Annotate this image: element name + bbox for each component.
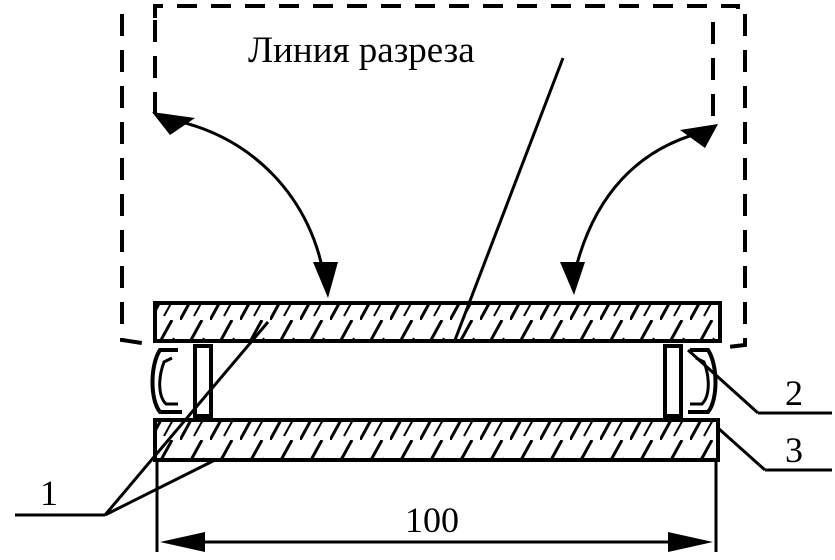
- cut-line-title: Линия разреза: [248, 30, 475, 71]
- label-part-3: 3: [785, 430, 803, 470]
- dashed-frame-outline: [120, 4, 747, 350]
- right-spacer-profile: [663, 344, 718, 418]
- upper-slab: [153, 301, 722, 343]
- dimension-line: [155, 462, 718, 552]
- leader-line-2: [686, 348, 832, 415]
- leader-lines-1: [15, 321, 270, 517]
- lower-slab: [153, 418, 720, 462]
- left-spacer-profile: [150, 344, 213, 418]
- rotation-arrow-left: [152, 112, 338, 298]
- cut-line-leader: [453, 57, 565, 341]
- rotation-arrow-right: [560, 124, 718, 295]
- label-part-1: 1: [40, 473, 58, 513]
- label-part-2: 2: [785, 373, 803, 413]
- dimension-value: 100: [405, 500, 459, 540]
- leader-line-3: [717, 426, 832, 472]
